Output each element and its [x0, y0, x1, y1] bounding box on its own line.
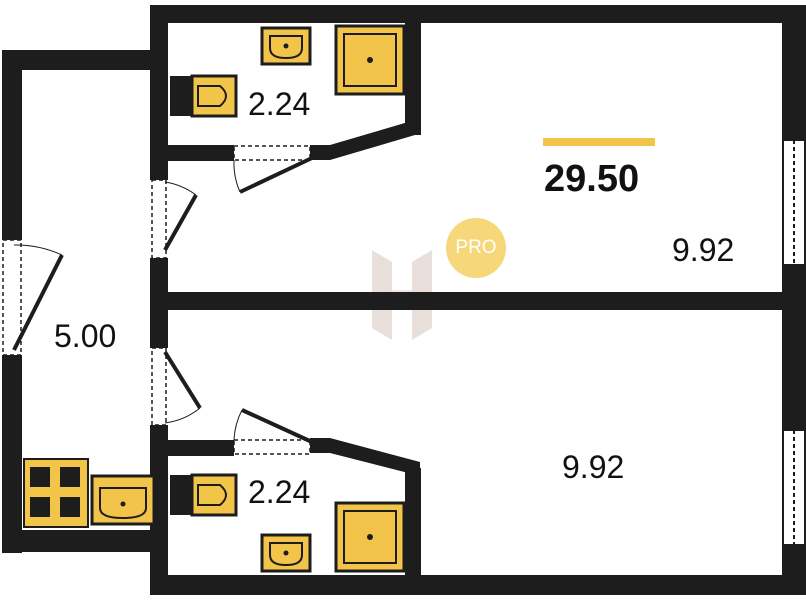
wall-corridor-right-2: [150, 258, 168, 348]
bathroom-area-label-bottom: 2.24: [248, 474, 311, 510]
wall-partition: [168, 292, 782, 310]
shower-tray-icon: [334, 24, 406, 96]
room-area-label-top: 9.92: [672, 232, 735, 268]
door-swing-icon: [2, 145, 313, 455]
wall-corridor-right-3: [150, 425, 168, 445]
walls: [2, 5, 806, 595]
bathroom-area-label-top: 2.24: [248, 86, 311, 122]
wall-corridor-right-1: [150, 68, 168, 180]
wall-top: [150, 5, 806, 23]
total-accent-bar: [543, 138, 655, 146]
wall-corridor-top: [2, 50, 168, 70]
corridor-area-label: 5.00: [54, 318, 117, 354]
wall-bath-bottom-left: [168, 440, 234, 456]
toilet-icon: [170, 74, 238, 118]
wall-bath-bottom-right: [405, 468, 421, 575]
wall-right-top: [782, 5, 806, 140]
wall-bath-bottom-diagonal: [310, 438, 420, 476]
wall-bath-top-left: [168, 145, 234, 161]
wall-right-bottom: [782, 545, 806, 595]
toilet-icon: [170, 473, 238, 517]
wall-bottom: [150, 575, 806, 595]
room-area-label-bottom: 9.92: [562, 449, 625, 485]
wall-corridor-left-lower: [2, 355, 22, 553]
window-icon: [782, 139, 806, 546]
stove-icon: [23, 458, 89, 528]
sink-icon: [260, 533, 312, 573]
wall-right-mid: [782, 265, 806, 430]
wall-bath-top-right: [405, 23, 421, 135]
shower-tray-icon: [334, 501, 406, 573]
wall-corridor-left-upper: [2, 50, 22, 240]
sink-icon: [260, 26, 312, 66]
pro-badge: PRO: [446, 218, 506, 278]
wall-bath-top-diagonal: [310, 120, 415, 160]
pro-badge-label: PRO: [455, 237, 497, 258]
kitchen-sink-icon: [90, 474, 156, 526]
wall-corridor-bottom: [2, 530, 168, 552]
total-area-label: 29.50: [544, 158, 640, 200]
